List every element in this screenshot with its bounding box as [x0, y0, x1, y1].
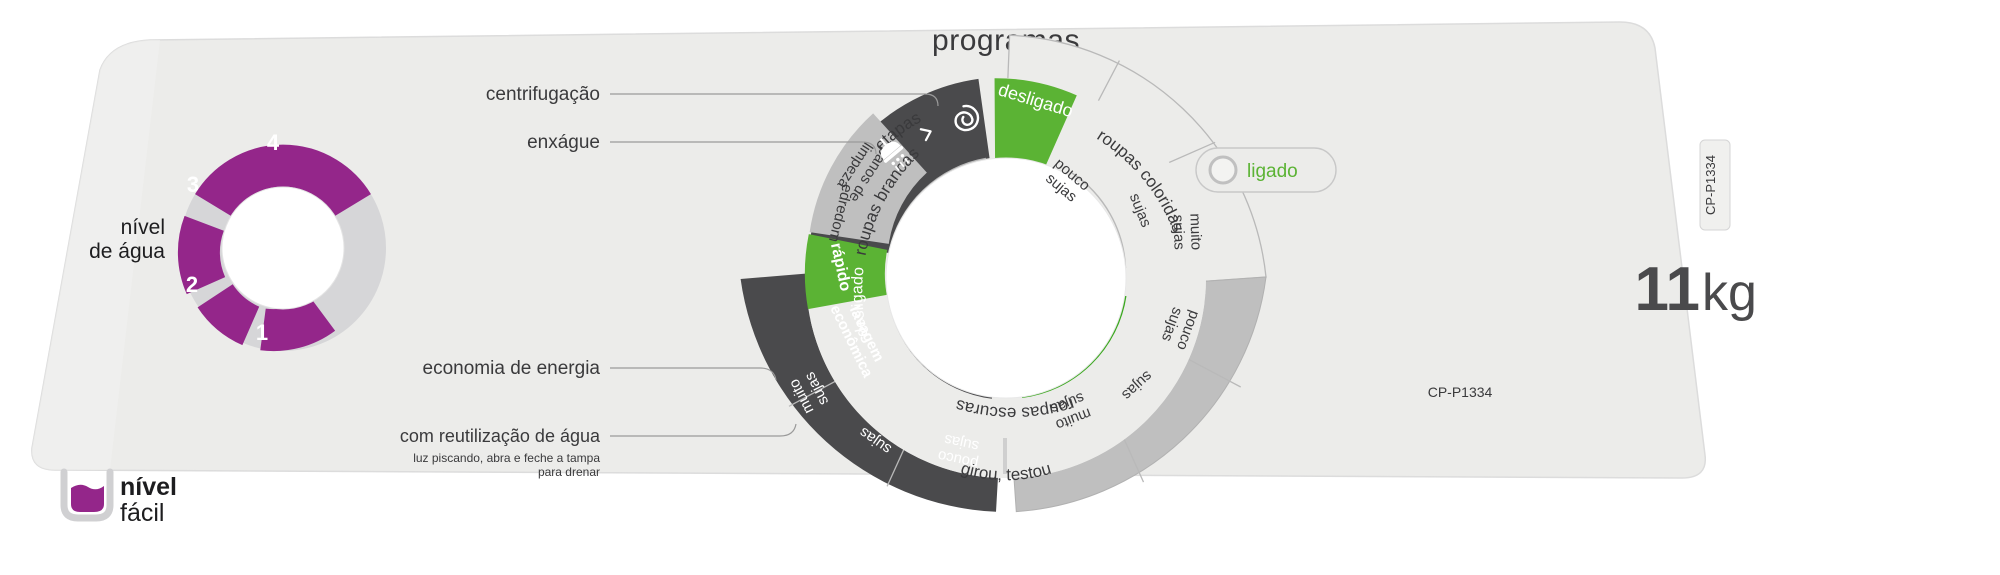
- program-segment-roupas-brancas[interactable]: [1049, 97, 1206, 295]
- program-ring-labels: desligado: [849, 266, 871, 338]
- spiral-spin-icon: [954, 104, 980, 132]
- water-level-segments[interactable]: [177, 144, 371, 352]
- soil-line2: sujas: [1169, 214, 1187, 250]
- water-level-label-line1: nível: [121, 216, 165, 239]
- water-cup-icon: [60, 468, 114, 522]
- soil-label-brancas-muito: muito sujas: [1169, 213, 1204, 250]
- callout-centrifugacao-label: centrifugação: [486, 84, 600, 105]
- side-tab-label: CP-P1334: [1703, 155, 1718, 215]
- program-segment-roupas-coloridas[interactable]: [1019, 291, 1205, 477]
- spin-chevron-icon: [919, 128, 932, 142]
- panel-bevel: [31, 40, 160, 470]
- callout-reutilizacao-sub1: luz piscando, abra e feche a tampa: [413, 451, 600, 465]
- soil-line1: muito: [1186, 213, 1204, 250]
- program-segment-roupas-escuras[interactable]: [810, 301, 997, 478]
- shower-icon: [879, 138, 909, 172]
- program-segment-lavagem-economica[interactable]: [804, 234, 888, 310]
- callout-enxague-label: enxágue: [527, 132, 600, 153]
- water-level-knob-hole[interactable]: [222, 187, 344, 309]
- dial-pointer-stem: [1003, 438, 1007, 474]
- water-level-segment-1[interactable]: [260, 296, 336, 352]
- power-indicator-label: ligado: [1247, 161, 1298, 182]
- callout-enxague: enxágue: [527, 132, 877, 155]
- program-segment-desligado[interactable]: [993, 78, 1077, 169]
- callout-economia-label: economia de energia: [423, 358, 601, 379]
- water-level-segment-4[interactable]: [195, 144, 371, 217]
- water-level-number-2: 2: [186, 272, 198, 297]
- soil-line2: sujas: [943, 431, 981, 455]
- brand-label-line1: nível: [120, 473, 177, 501]
- callout-reutilizacao-de-agua: com reutilização de água luz piscando, a…: [400, 423, 797, 479]
- water-level-number-4: 4: [267, 130, 280, 155]
- water-level-number-1: 1: [256, 320, 268, 345]
- capacity-number: 11: [1634, 255, 1700, 324]
- water-level-segment-3[interactable]: [177, 215, 226, 295]
- water-level-number-3: 3: [187, 172, 199, 197]
- callout-economia-de-energia: economia de energia: [423, 358, 777, 381]
- callout-reutilizacao-sub2: para drenar: [538, 465, 600, 479]
- model-code: CP-P1334: [1428, 384, 1493, 400]
- program-knob-hole[interactable]: [886, 158, 1126, 398]
- callout-centrifugacao: centrifugação: [486, 84, 939, 107]
- power-led-icon: [1208, 155, 1238, 185]
- water-level-label-line2: de água: [89, 240, 165, 263]
- water-level-segment-2[interactable]: [197, 283, 260, 346]
- capacity-unit: kg: [1702, 264, 1757, 322]
- callout-reutilizacao-label: com reutilização de água: [400, 426, 601, 446]
- brand-label-line2: fácil: [120, 499, 164, 527]
- label-desligado: desligado: [849, 266, 871, 338]
- side-tab: CP-P1334: [1699, 139, 1731, 231]
